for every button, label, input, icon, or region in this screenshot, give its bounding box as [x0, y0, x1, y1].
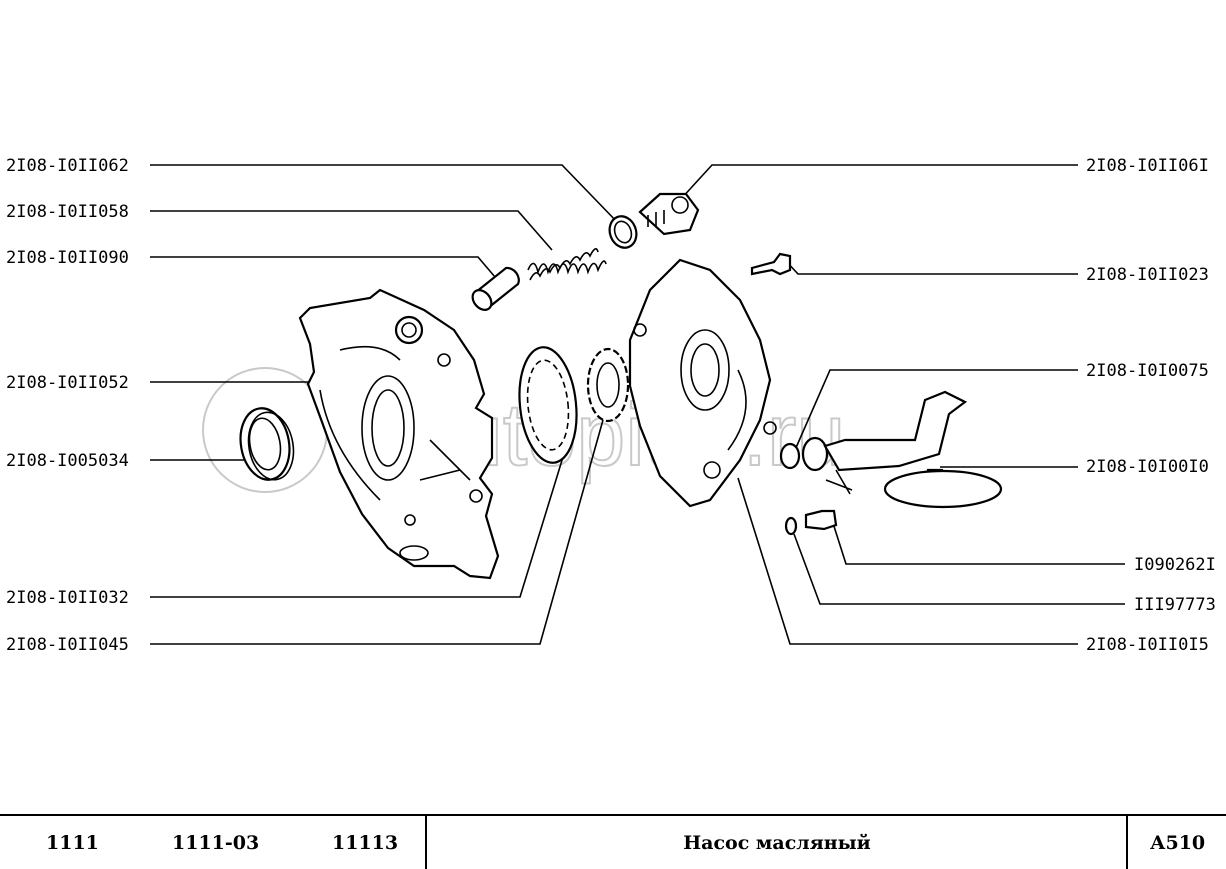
- page-code: А510: [1150, 831, 1206, 854]
- divider: [425, 816, 427, 869]
- oil-seal-part: [239, 407, 295, 481]
- pump-cover-part: [628, 258, 777, 508]
- label-left-3: 2I08-I0II090: [6, 248, 129, 268]
- label-right-1: 2I08-I0II06I: [1086, 156, 1209, 176]
- sealing-washer-part: [608, 215, 638, 249]
- mounting-bolt-part: [804, 509, 838, 531]
- model-1111: 1111: [46, 831, 99, 854]
- oil-pickup-part: [801, 390, 1003, 509]
- plug-part: [638, 192, 700, 236]
- model-1111-03: 1111-03: [172, 831, 260, 854]
- bolt-part: [750, 252, 792, 276]
- page-title: Насос масляный: [683, 831, 871, 854]
- spring-part: [527, 248, 607, 281]
- o-ring-part: [779, 442, 801, 470]
- label-right-2: 2I08-I0II023: [1086, 265, 1209, 285]
- label-right-5: I090262I: [1134, 555, 1216, 575]
- parts-diagram: autopiter.ru 2I08-I0II062 2I08-I0II058 2…: [6, 156, 1216, 655]
- label-left-1: 2I08-I0II062: [6, 156, 129, 176]
- label-right-4: 2I08-I0I00I0: [1086, 457, 1209, 477]
- label-left-6: 2I08-I0II032: [6, 588, 129, 608]
- pump-housing-part: [298, 288, 500, 580]
- leader-lines-left: [150, 164, 621, 645]
- label-right-6: III97773: [1134, 595, 1216, 615]
- label-right-3: 2I08-I0I0075: [1086, 361, 1209, 381]
- label-right-7: 2I08-I0II0I5: [1086, 635, 1209, 655]
- footer-bar: 1111 1111-03 11113 Насос масляный А510: [0, 814, 1226, 869]
- label-left-4: 2I08-I0II052: [6, 373, 129, 393]
- divider: [1126, 816, 1128, 869]
- assembly-arrow: [825, 469, 853, 495]
- label-left-7: 2I08-I0II045: [6, 635, 129, 655]
- driven-gear-part: [518, 346, 578, 464]
- label-left-2: 2I08-I0II058: [6, 202, 129, 222]
- relief-valve-part: [471, 266, 520, 311]
- model-11113: 11113: [332, 831, 399, 854]
- label-left-5: 2I08-I005034: [6, 451, 129, 471]
- drive-gear-part: [586, 347, 630, 423]
- spring-washer-part: [784, 516, 798, 536]
